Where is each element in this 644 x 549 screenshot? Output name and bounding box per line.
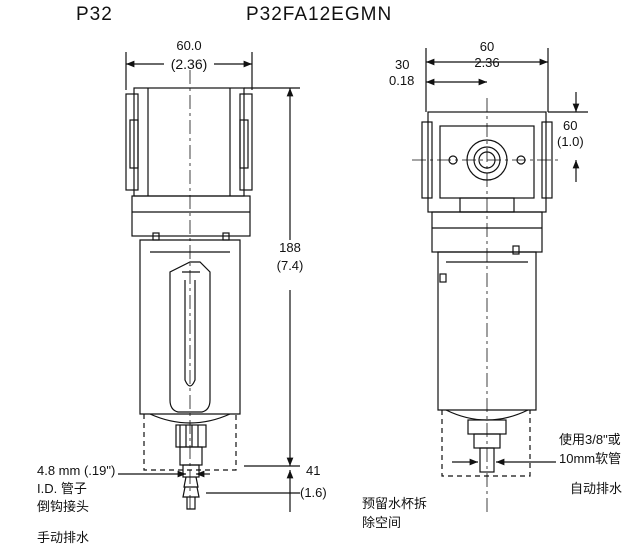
auto-drain-label: 自动排水 xyxy=(570,481,623,496)
front-view-outline xyxy=(125,70,253,510)
port-offset-in: 0.18 xyxy=(389,73,415,88)
manual-drain-label: 手动排水 xyxy=(37,530,90,545)
bowl-clearance-line2: 除空间 xyxy=(362,515,402,530)
front-width-dimension xyxy=(125,52,253,90)
drain-clearance-mm: 41 xyxy=(306,463,321,478)
tube-id-label: I.D. 管子 xyxy=(37,481,87,496)
tube-note-line1: 使用3/8"或 xyxy=(559,432,621,447)
drain-clearance-in: (1.6) xyxy=(300,485,327,500)
front-width-in: (2.36) xyxy=(170,56,208,72)
side-width-in: 2.36 xyxy=(474,55,500,70)
barb-fitting-label: 倒钩接头 xyxy=(37,499,90,514)
bowl-clearance-line1: 预留水杯拆 xyxy=(362,496,428,511)
model-title: P32FA12EGMN xyxy=(246,4,393,25)
side-width-mm: 60 xyxy=(479,39,495,54)
front-height-in: (7.4) xyxy=(276,258,304,273)
port-height-in: (1.0) xyxy=(557,134,584,149)
front-width-mm: 60.0 xyxy=(176,38,202,53)
side-top-dimensions xyxy=(425,48,549,112)
front-height-dimension xyxy=(244,87,300,467)
front-height-mm: 188 xyxy=(279,240,301,255)
tube-size-label: 4.8 mm (.19") xyxy=(37,463,116,478)
port-height-mm: 60 xyxy=(563,118,578,133)
side-port-height-dimension xyxy=(548,92,588,182)
port-offset-mm: 30 xyxy=(395,57,410,72)
series-title: P32 xyxy=(76,4,113,25)
tube-note-line2: 10mm软管 xyxy=(559,451,622,466)
side-view-outline xyxy=(412,98,562,512)
drain-clearance-dimension xyxy=(206,470,300,512)
